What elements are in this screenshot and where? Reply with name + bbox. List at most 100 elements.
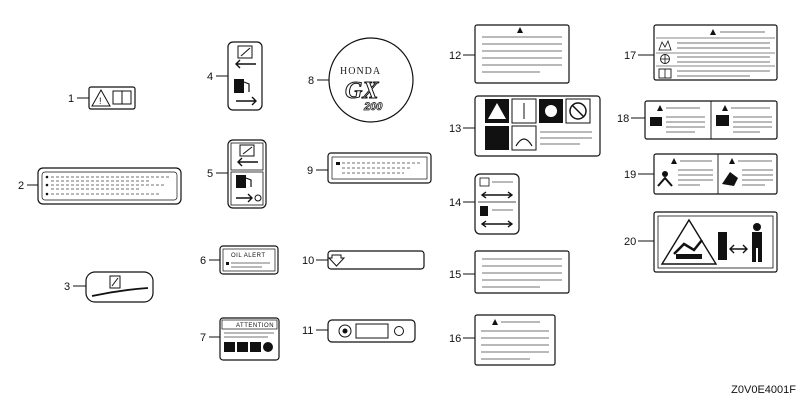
- part-3[interactable]: 3: [64, 271, 154, 303]
- hot-surface-icon: [485, 126, 509, 150]
- barrier-icon: [718, 232, 727, 260]
- label-multi-warning: [653, 24, 778, 81]
- fuel-pump-icon: [236, 175, 246, 188]
- callout-3: 3: [64, 281, 70, 293]
- oil-alert-text: OIL ALERT: [231, 253, 266, 259]
- person-hazard-icon: [657, 171, 673, 187]
- callout-10: 10: [302, 255, 314, 267]
- start-icon: [254, 194, 262, 202]
- callout-1: 1: [68, 93, 74, 105]
- callout-18: 18: [617, 113, 629, 125]
- fire-icon: [660, 54, 670, 64]
- manual-book-icon: [658, 68, 672, 79]
- brand-text: HONDA: [340, 66, 381, 77]
- label-text-panel: [474, 250, 570, 294]
- part-20[interactable]: 20: [624, 211, 778, 273]
- part-6[interactable]: 6 OIL ALERT: [200, 245, 279, 275]
- callout-14: 14: [449, 197, 461, 209]
- part-2[interactable]: 2: [18, 167, 182, 205]
- label-warning-text: [474, 24, 570, 84]
- serial-window: [355, 323, 389, 339]
- part-5[interactable]: 5: [207, 139, 267, 209]
- warning-triangle-icon: [657, 105, 663, 111]
- callout-19: 19: [624, 169, 636, 181]
- part-12[interactable]: 12: [449, 24, 570, 84]
- callout-4: 4: [207, 71, 213, 83]
- part-17[interactable]: 17: [624, 24, 778, 81]
- arrow-right-icon: [236, 96, 257, 106]
- no-open-flame-icon: [263, 342, 273, 352]
- label-fuel-valve-small: [474, 173, 520, 235]
- callout-8: 8: [308, 75, 314, 87]
- callout-2: 2: [18, 180, 24, 192]
- callout-6: 6: [200, 255, 206, 267]
- flame-icon: [658, 39, 672, 51]
- stop-icon: [479, 177, 490, 187]
- callout-9: 9: [307, 165, 313, 177]
- part-19[interactable]: 19: [624, 153, 778, 195]
- part-7[interactable]: 7 ATTENTION: [200, 317, 280, 361]
- double-arrow-icon: [480, 220, 514, 228]
- warning-triangle-icon: [710, 29, 716, 35]
- person-icon: [752, 223, 762, 262]
- stop-icon: [237, 45, 253, 59]
- arrow-left-icon: [237, 157, 258, 167]
- exhaust-icon: [511, 125, 537, 151]
- arrow-left-icon: [235, 59, 256, 69]
- part-16[interactable]: 16: [449, 314, 556, 366]
- model-text: 200: [363, 101, 383, 113]
- label-warning-text: [474, 314, 556, 366]
- arrow-down-icon: [327, 254, 346, 267]
- hand-hazard-icon: [722, 172, 738, 186]
- part-1[interactable]: 1 !: [68, 86, 136, 110]
- label-fuel-valve-start: [227, 139, 267, 209]
- callout-17: 17: [624, 50, 636, 62]
- label-text-panel: [37, 167, 182, 205]
- stop-icon: [239, 144, 255, 157]
- warning-triangle-icon: [671, 158, 677, 164]
- callout-11: 11: [302, 325, 313, 337]
- part-13[interactable]: 13: [449, 95, 601, 157]
- hazard-icon: [716, 115, 729, 126]
- warning-triangle-icon: [722, 105, 728, 111]
- callout-13: 13: [449, 123, 461, 135]
- part-4[interactable]: 4: [207, 41, 263, 111]
- svg-text:!: !: [99, 96, 102, 106]
- warning-triangle-icon: [91, 88, 111, 107]
- warning-triangle-icon: [224, 342, 235, 352]
- part-8[interactable]: 8 HONDA GX 200: [308, 37, 414, 123]
- fuel-pump-icon: [480, 206, 488, 216]
- arrow-right-icon: [236, 193, 253, 203]
- callout-20: 20: [624, 236, 636, 248]
- part-14[interactable]: 14: [449, 173, 520, 235]
- callout-15: 15: [449, 269, 461, 281]
- text-lines: [45, 175, 170, 196]
- fire-icon: [250, 342, 261, 352]
- rotating-blade-icon: [673, 239, 703, 259]
- reference-code: Z0V0E4001F: [731, 384, 796, 396]
- part-18[interactable]: 18: [617, 100, 778, 140]
- callout-16: 16: [449, 333, 461, 345]
- fuel-pump-icon: [234, 79, 244, 93]
- warning-triangle-icon: [492, 319, 498, 325]
- choke-icon: [109, 275, 121, 289]
- manual-book-icon: [237, 342, 248, 352]
- label-dual-warning: [653, 153, 778, 195]
- warning-triangle-icon: [517, 27, 523, 33]
- part-11[interactable]: 11: [302, 319, 416, 343]
- part-9[interactable]: 9: [307, 152, 432, 184]
- warning-triangle-icon: [729, 158, 735, 164]
- emblem-gx200: [328, 37, 414, 123]
- part-15[interactable]: 15: [449, 250, 570, 294]
- double-arrow-icon: [480, 191, 514, 199]
- part-10[interactable]: 10: [302, 250, 425, 270]
- callout-7: 7: [200, 332, 206, 344]
- label-arrow-strip: [327, 250, 425, 270]
- label-oil-alert: [219, 245, 279, 275]
- callout-5: 5: [207, 168, 213, 180]
- rivet-icon: [394, 326, 404, 336]
- double-arrow-icon: [729, 244, 748, 254]
- manual-book-icon: [650, 117, 662, 126]
- callout-12: 12: [449, 50, 461, 62]
